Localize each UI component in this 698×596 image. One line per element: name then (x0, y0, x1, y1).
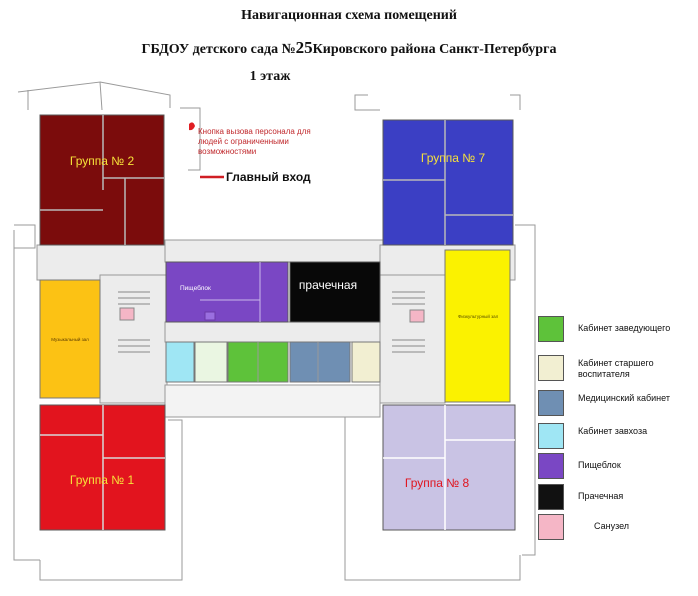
legend-label: Санузел (594, 521, 630, 531)
room-office-light[interactable] (194, 341, 228, 383)
head-office-icon (538, 316, 564, 342)
call-button-icon[interactable] (189, 122, 195, 131)
kitchen-walls (200, 262, 261, 322)
gym-label: Физкультурный зал (458, 313, 499, 319)
legend-label: Медицинский кабинет (578, 393, 670, 403)
legend-label: Кабинет старшего воспитателя (578, 358, 654, 379)
senior-teacher-icon (538, 355, 564, 381)
legend-label: Кабинет заведующего (578, 323, 671, 333)
group-1-label: Группа № 1 (70, 473, 135, 487)
legend-item-supply: Кабинет завхоза (538, 423, 698, 449)
room-gym[interactable] (444, 249, 511, 403)
supply-manager-icon (538, 423, 564, 449)
kitchen-icon (538, 453, 564, 479)
restroom-left[interactable] (119, 307, 135, 321)
room-kitchen[interactable] (165, 261, 289, 323)
floor-label: 1 этаж (249, 69, 291, 84)
room-music-hall[interactable] (39, 279, 101, 399)
main-entrance-label: Главный вход (226, 170, 311, 184)
corridor-center (164, 321, 391, 343)
group-1-walls (40, 405, 165, 530)
restroom-icon (538, 514, 564, 540)
entrance-hall (164, 384, 381, 418)
legend-label: Пищеблок (578, 460, 621, 470)
staircase-right (379, 274, 446, 404)
room-senior-teacher[interactable] (351, 341, 381, 383)
legend-item-laundry: Прачечная (538, 484, 698, 510)
music-hall-label: Музыкальный зал (51, 336, 89, 342)
room-laundry[interactable] (289, 261, 381, 323)
legend-label: Кабинет завхоза (578, 426, 648, 436)
group-7-label: Группа № 7 (421, 151, 486, 165)
corridor-center-top (164, 239, 391, 263)
group-8-walls (383, 405, 515, 530)
group-7-walls (383, 120, 513, 245)
legend-item-medical: Медицинский кабинет (538, 390, 698, 416)
room-supply-manager[interactable] (165, 341, 195, 383)
room-group-7[interactable] (382, 119, 514, 246)
room-group-8[interactable] (382, 404, 516, 531)
legend-item-head-office: Кабинет заведующего (538, 316, 698, 342)
legend-item-senior-teacher: Кабинет старшего воспитателя (538, 355, 698, 381)
medical-office-icon (538, 390, 564, 416)
laundry-icon (538, 484, 564, 510)
laundry-label: прачечная (299, 278, 357, 292)
group-2-label: Группа № 2 (70, 154, 135, 168)
legend-label: Прачечная (578, 491, 624, 501)
restroom-right[interactable] (409, 309, 425, 323)
map-title: Навигационная схема помещений (241, 8, 457, 23)
legend-item-restroom: Санузел (538, 514, 698, 540)
room-group-2[interactable] (39, 114, 165, 246)
call-button-note: Кнопка вызова персонала для людей с огра… (198, 127, 311, 156)
room-medical[interactable] (289, 341, 351, 383)
subtitle-suffix: Кировского района Санкт-Петербурга (312, 42, 557, 57)
group-8-label: Группа № 8 (405, 476, 470, 490)
legend-item-kitchen: Пищеблок (538, 453, 698, 479)
stair-steps (118, 291, 425, 353)
subtitle-prefix: ГБДОУ детского сада № (141, 42, 296, 57)
map-subtitle: ГБДОУ детского сада №25Кировского района… (0, 38, 698, 58)
kindergarten-number: 25 (295, 38, 313, 57)
group-2-walls (40, 115, 164, 245)
kitchen-sink (204, 311, 216, 321)
staircase-left (99, 274, 168, 404)
kitchen-label: Пищеблок (180, 284, 211, 292)
